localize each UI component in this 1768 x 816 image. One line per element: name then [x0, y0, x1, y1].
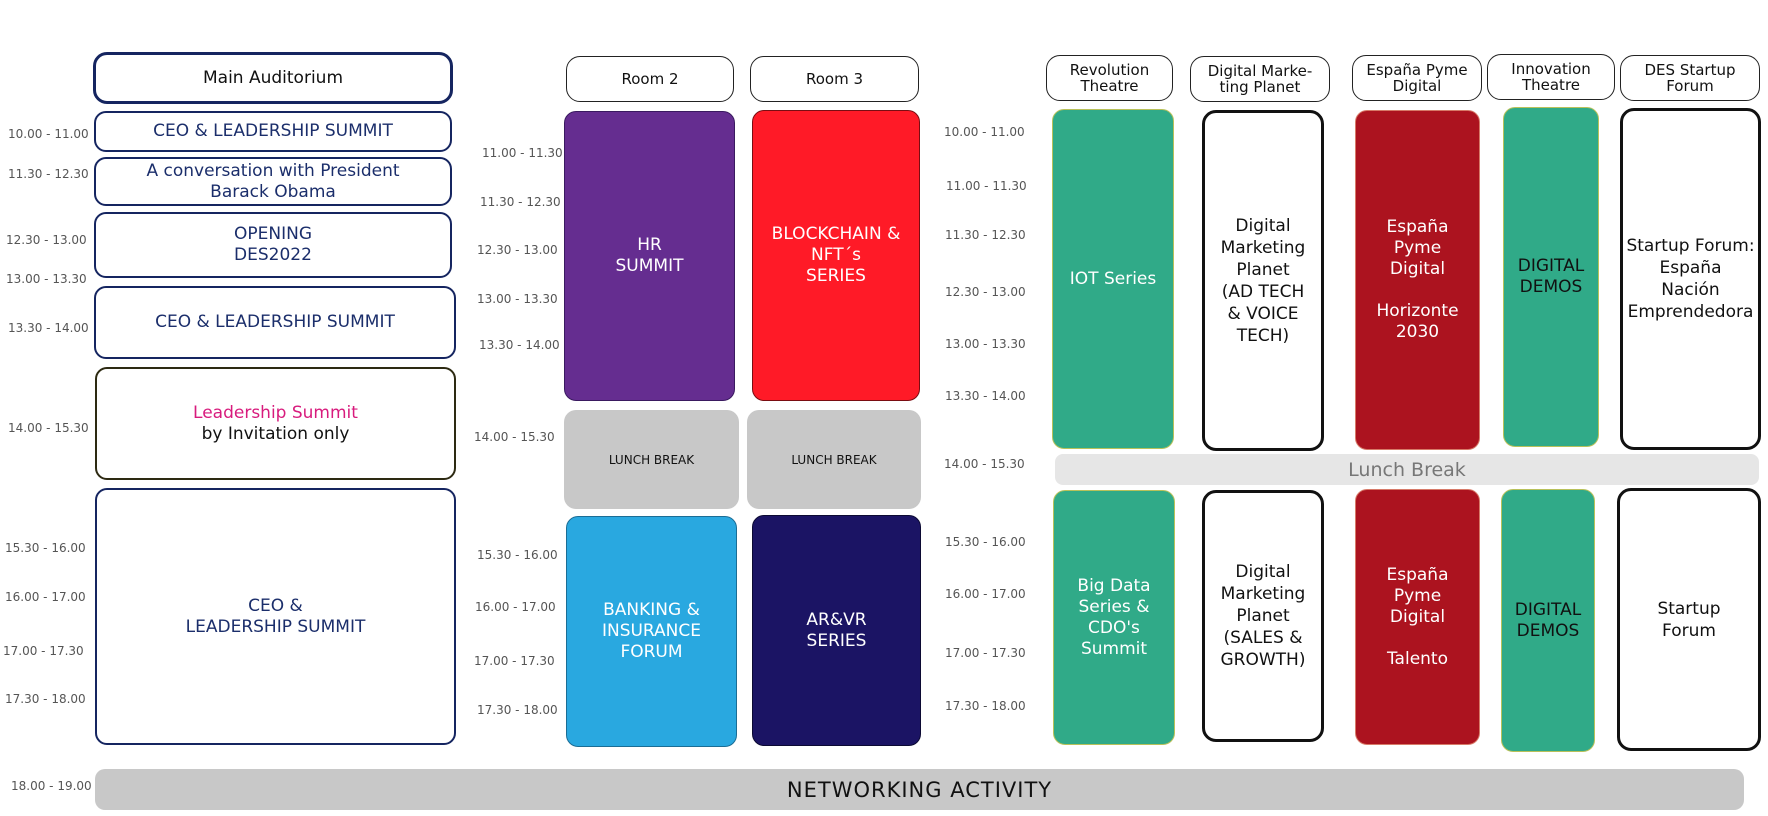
theatres-time-label: 10.00 - 11.00 — [944, 125, 1025, 139]
room-3-header: Room 3 — [750, 56, 919, 102]
session-label: CEO & LEADERSHIP SUMMIT — [185, 595, 366, 637]
rooms-time-label: 16.00 - 17.00 — [475, 600, 556, 614]
session-startup-forum[interactable]: Startup Forum — [1617, 488, 1761, 751]
session-label: HR SUMMIT — [615, 235, 684, 276]
rooms-time-label: 15.30 - 16.00 — [477, 548, 558, 562]
session-obama-conversation[interactable]: A conversation with President Barack Oba… — [94, 157, 452, 206]
rooms-time-label: 13.00 - 13.30 — [477, 292, 558, 306]
theatres-time-label: 17.30 - 18.00 — [945, 699, 1026, 713]
theatre-header-label: España Pyme Digital — [1366, 61, 1468, 95]
lunch-break-room-2: LUNCH BREAK — [564, 410, 739, 509]
main-time-label: 13.30 - 14.00 — [8, 321, 89, 335]
session-label: A conversation with President Barack Oba… — [146, 160, 400, 202]
rooms-time-label: 11.30 - 12.30 — [480, 195, 561, 209]
session-label: BLOCKCHAIN & NFT´s SERIES — [771, 224, 901, 286]
session-ceo-leadership-summit-2[interactable]: CEO & LEADERSHIP SUMMIT — [94, 286, 456, 359]
digital-marketing-planet-header: Digital Marke- ting Planet — [1190, 56, 1330, 102]
session-label: CEO & LEADERSHIP SUMMIT — [153, 121, 393, 141]
espana-pyme-digital-header: España Pyme Digital — [1352, 55, 1482, 101]
session-digital-demos-2[interactable]: DIGITAL DEMOS — [1501, 489, 1595, 752]
main-time-label: 17.30 - 18.00 — [5, 692, 86, 706]
networking-activity-bar[interactable]: NETWORKING ACTIVITY — [95, 769, 1744, 810]
lunch-break-theatres: Lunch Break — [1055, 454, 1759, 485]
session-label: Big Data Series & CDO's Summit — [1077, 575, 1151, 659]
theatres-time-label: 16.00 - 17.00 — [945, 587, 1026, 601]
session-espana-pyme-talento[interactable]: España Pyme Digital Talento — [1355, 489, 1480, 745]
session-label: DIGITAL DEMOS — [1514, 599, 1582, 641]
networking-activity-label: NETWORKING ACTIVITY — [786, 777, 1053, 802]
rooms-time-label: 12.30 - 13.00 — [477, 243, 558, 257]
main-time-label: 17.00 - 17.30 — [3, 644, 84, 658]
theatres-time-label: 13.00 - 13.30 — [945, 337, 1026, 351]
session-label: Digital Marketing Planet (AD TECH & VOIC… — [1220, 215, 1306, 346]
session-ceo-leadership-summit-3[interactable]: CEO & LEADERSHIP SUMMIT — [95, 488, 456, 745]
innovation-theatre-header: Innovation Theatre — [1487, 54, 1615, 100]
rooms-time-label: 14.00 - 15.30 — [474, 430, 555, 444]
session-label-line2: by Invitation only — [201, 423, 350, 444]
session-ceo-leadership-summit-1[interactable]: CEO & LEADERSHIP SUMMIT — [94, 111, 452, 152]
session-label: AR&VR SERIES — [806, 609, 867, 651]
main-auditorium-header-label: Main Auditorium — [202, 68, 344, 88]
theatres-time-label: 15.30 - 16.00 — [945, 535, 1026, 549]
session-digital-marketing-sales[interactable]: Digital Marketing Planet (SALES & GROWTH… — [1202, 490, 1324, 742]
session-digital-marketing-adtech[interactable]: Digital Marketing Planet (AD TECH & VOIC… — [1202, 110, 1324, 451]
theatre-header-label: Innovation Theatre — [1511, 60, 1591, 94]
room-header-label: Room 2 — [621, 70, 679, 88]
theatres-time-label: 17.00 - 17.30 — [945, 646, 1026, 660]
main-time-label: 13.00 - 13.30 — [6, 272, 87, 286]
session-banking-insurance-forum[interactable]: BANKING & INSURANCE FORUM — [566, 516, 737, 747]
networking-time-label: 18.00 - 19.00 — [11, 779, 92, 793]
theatres-time-label: 11.00 - 11.30 — [946, 179, 1027, 193]
session-espana-pyme-horizonte[interactable]: España Pyme Digital Horizonte 2030 — [1355, 110, 1480, 450]
session-label: España Pyme Digital Horizonte 2030 — [1376, 217, 1459, 342]
lunch-break-label: LUNCH BREAK — [608, 452, 695, 467]
theatres-time-label: 11.30 - 12.30 — [945, 228, 1026, 242]
main-time-label: 16.00 - 17.00 — [5, 590, 86, 604]
lunch-break-room-3: LUNCH BREAK — [747, 410, 921, 509]
theatres-time-label: 13.30 - 14.00 — [945, 389, 1026, 403]
session-big-data-cdo-summit[interactable]: Big Data Series & CDO's Summit — [1053, 490, 1175, 745]
session-label: BANKING & INSURANCE FORUM — [601, 600, 702, 662]
main-time-label: 11.30 - 12.30 — [8, 167, 89, 181]
des-startup-forum-header: DES Startup Forum — [1620, 55, 1760, 101]
session-label: DIGITAL DEMOS — [1517, 256, 1585, 297]
theatre-header-label: Revolution Theatre — [1069, 61, 1150, 95]
theatre-header-label: Digital Marke- ting Planet — [1207, 62, 1313, 96]
rooms-time-label: 11.00 - 11.30 — [482, 146, 563, 160]
theatres-time-label: 14.00 - 15.30 — [944, 457, 1025, 471]
main-time-label: 15.30 - 16.00 — [5, 541, 86, 555]
session-label: OPENING DES2022 — [234, 224, 312, 265]
theatre-header-label: DES Startup Forum — [1644, 61, 1736, 95]
main-time-label: 14.00 - 15.30 — [8, 421, 89, 435]
session-blockchain-nft-series[interactable]: BLOCKCHAIN & NFT´s SERIES — [752, 110, 920, 401]
session-label-line1: Leadership Summit — [193, 402, 358, 423]
session-digital-demos-1[interactable]: DIGITAL DEMOS — [1503, 107, 1599, 447]
main-time-label: 12.30 - 13.00 — [6, 233, 87, 247]
session-label: Startup Forum — [1657, 598, 1721, 641]
session-leadership-summit-invitation[interactable]: Leadership Summit by Invitation only — [95, 367, 456, 480]
rooms-time-label: 17.00 - 17.30 — [474, 654, 555, 668]
session-opening-des2022[interactable]: OPENING DES2022 — [94, 212, 452, 278]
room-2-header: Room 2 — [566, 56, 734, 102]
room-header-label: Room 3 — [805, 70, 864, 88]
session-label: Startup Forum: España Nación Emprendedor… — [1626, 236, 1755, 322]
theatres-time-label: 12.30 - 13.00 — [945, 285, 1026, 299]
main-auditorium-header: Main Auditorium — [93, 52, 453, 104]
lunch-break-label: LUNCH BREAK — [791, 452, 877, 467]
rooms-time-label: 17.30 - 18.00 — [477, 703, 558, 717]
lunch-break-label: Lunch Break — [1348, 458, 1466, 481]
session-label: Digital Marketing Planet (SALES & GROWTH… — [1220, 562, 1306, 670]
main-time-label: 10.00 - 11.00 — [8, 127, 89, 141]
session-label: IOT Series — [1069, 268, 1157, 289]
session-label: España Pyme Digital Talento — [1386, 564, 1449, 669]
session-label: CEO & LEADERSHIP SUMMIT — [155, 312, 395, 332]
revolution-theatre-header: Revolution Theatre — [1046, 55, 1173, 101]
session-iot-series[interactable]: IOT Series — [1052, 109, 1174, 449]
session-startup-forum-espana[interactable]: Startup Forum: España Nación Emprendedor… — [1620, 108, 1761, 450]
session-ar-vr-series[interactable]: AR&VR SERIES — [752, 515, 921, 746]
session-hr-summit[interactable]: HR SUMMIT — [564, 111, 735, 401]
rooms-time-label: 13.30 - 14.00 — [479, 338, 560, 352]
